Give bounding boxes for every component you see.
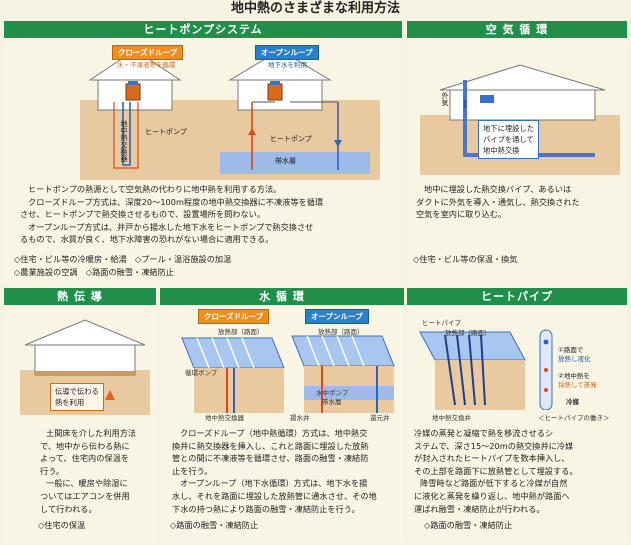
heatpipe-text: 冷媒の蒸発と凝縮で熱を移流させるシ ステムで、深さ15〜20mの熱交換井に冷媒 … [414, 427, 626, 515]
conduction-text: 土間床を介した利用方法 で、地中から伝わる熱に よって、住宅内の保温を 行う。 … [40, 427, 156, 515]
air-bullet: ◇住宅・ビル等の保温・換気 [413, 254, 518, 264]
water-text-line: 水し、それを路面に埋設した放熱管に通水させ、その地 [172, 490, 377, 501]
conduction-callout-line: 伝導で伝わる [55, 387, 99, 396]
water-exchanger-label: 地中熱交換器 [205, 414, 244, 422]
water-radiator-label-2: 放熱部（路面） [318, 328, 364, 336]
air-text-line: ダクトに外気を導入・通気し、熱交換された [416, 196, 580, 207]
water-radiator-label-1: 放熱部（路面） [218, 328, 264, 336]
water-text-line: 下水の持つ熱により路面の融雪・凍結防止を行う。 [172, 503, 360, 514]
conduction-bullet: ◇住宅の保温 [38, 520, 86, 530]
air-bullets: ◇住宅・ビル等の保温・換気 [413, 253, 518, 266]
heatpipe-panel [407, 288, 627, 542]
conduction-header: 熱 伝 導 [4, 288, 156, 305]
heatpump-bullet: ◇住宅・ビル等の冷暖房・給湯 ◇プール・温浴施設の加温 [14, 254, 232, 264]
air-callout-line: 地中熱交換 [483, 146, 520, 155]
water-aquifer-label: 帯水層 [322, 398, 342, 406]
conduction-illustration [20, 319, 150, 415]
water-panel [160, 288, 404, 542]
heatpump-text-line: ヒートポンプの熱源として空気熱の代わりに地中熱を利用する方法。 [28, 184, 282, 194]
heatpipe-note-1: ①路面で 放熱し液化 [558, 346, 591, 364]
air-text-line: 地中に埋設した熱交換パイプ、あるいは [424, 184, 572, 194]
heatpipe-bullet: ◇路面の融雪・凍結防止 [424, 520, 513, 530]
water-open-loop-tag: オープンループ [305, 309, 369, 324]
heatpump-text-line: オープンループ方式は、井戸から揚水した地下水をヒートポンプで熱交換させ [28, 221, 314, 232]
air-header: 空 気 循 環 [407, 21, 627, 38]
heatpipe-note-line: ②地中熱を [558, 372, 590, 380]
conduction-text-line: 一般に、暖房や除湿に [46, 478, 128, 489]
heatpipe-text-line: が封入されたヒートパイプを数本挿入し、 [414, 453, 570, 464]
heatpipe-text-line: ステムで、深さ15〜20mの熱交換井に冷媒 [414, 440, 574, 451]
heatpipe-text-line: 運ばれ融雪・凍結防止が行われる。 [414, 503, 545, 514]
water-text-line: 換井に熱交換器を挿入し、これと路面に埋設した放熱 [172, 440, 369, 451]
air-outside-label: 外気 [441, 92, 449, 106]
heatpump-text-line: るもので、水質が良く、地下水障害の恐れがない場合に適用できる。 [20, 234, 274, 245]
heatpipe-note-line: ①路面で [558, 346, 584, 354]
heatpipe-note-2: ②地中熱を 採熱して蒸発 [558, 372, 597, 390]
heatpipe-radiator-label: 放熱部（路面） [445, 329, 491, 337]
water-pumping-well-label: 揚水井 [290, 414, 310, 422]
heatpump-aquifer-label: 帯水層 [275, 157, 296, 165]
heatpump-text: ヒートポンプの熱源として空気熱の代わりに地中熱を利用する方法。 クローズドループ… [20, 183, 400, 246]
water-pump-well-label: 水中ポンプ [316, 389, 349, 397]
heatpipe-text-line: に液化と蒸発を繰り返し、地中熱が路面へ [414, 490, 570, 501]
air-callout-line: 地下に埋設した [483, 124, 535, 133]
conduction-text-line: ついてはエアコンを併用 [40, 490, 130, 501]
heatpump-bullets: ◇住宅・ビル等の冷暖房・給湯 ◇プール・温浴施設の加温 ◇農業施設の空調 ◇路面… [14, 253, 399, 278]
heatpump-illustration [80, 49, 380, 180]
heatpipe-coolant-label: 冷媒 [566, 398, 579, 406]
heatpipe-note-line: 放熱し液化 [558, 355, 591, 363]
water-text-line: オープンループ（地下水循環）方式は、地下水を揚 [180, 478, 368, 489]
heatpipe-text-line: 冷媒の蒸発と凝縮で熱を移流させるシ [414, 428, 554, 438]
water-header: 水 循 環 [160, 288, 404, 305]
heatpipe-bullets: ◇路面の融雪・凍結防止 [424, 519, 512, 532]
air-callout-line: パイプを通して [483, 135, 534, 144]
conduction-text-line: で、地中から伝わる熱に [40, 440, 130, 451]
conduction-text-line: して行われる。 [40, 503, 97, 514]
air-callout: 地下に埋設した パイプを通して 地中熱交換 [478, 120, 540, 159]
heatpump-open-loop-sub: 地下水を利用 [268, 61, 307, 69]
air-text: 地中に埋設した熱交換パイプ、あるいは ダクトに外気を導入・通気し、熱交換された … [416, 183, 626, 221]
heatpipe-caption: ＜ヒートパイプの働き＞ [538, 414, 610, 422]
page-title: 地中熱のさまざまな利用方法 [230, 1, 400, 16]
heatpump-exchanger-label: 地中熱交換器 [120, 120, 128, 162]
water-pump-label: 循環ポンプ [185, 369, 218, 377]
water-text: クローズドループ（地中熱循環）方式は、地中熱交 換井に熱交換器を挿入し、これと路… [172, 427, 404, 515]
heatpipe-note-line: 採熱して蒸発 [558, 381, 597, 389]
water-text-line: クローズドループ（地中熱循環）方式は、地中熱交 [180, 428, 368, 438]
heatpump-label-1: ヒートポンプ [145, 128, 187, 136]
conduction-callout: 伝導で伝わる 熱を利用 [50, 383, 104, 411]
air-text-line: 空気を室内に取り込む。 [416, 209, 507, 220]
heatpump-label-2: ヒートポンプ [270, 135, 312, 143]
heatpump-bullet: ◇農業施設の空調 ◇路面の融雪・凍結防止 [14, 266, 174, 277]
heatpump-closed-loop-tag: クローズドループ [112, 45, 184, 60]
heatpump-text-line: クローズドループ方式は、深度20〜100m程度の地中熱交換器に不凍液等を循環 [28, 196, 324, 207]
water-text-line: 止を行う。 [172, 465, 213, 476]
heatpipe-text-line: 降雪時など路面が低下すると冷媒が自然 [420, 478, 568, 489]
heatpipe-text-line: その上部を路面下に放熱管として埋設する。 [414, 465, 578, 476]
conduction-bullets: ◇住宅の保温 [38, 519, 85, 532]
heatpump-open-loop-tag: オープンループ [255, 45, 319, 60]
heatpipe-illustration [419, 329, 553, 410]
water-bullet: ◇路面の融雪・凍結防止 [170, 520, 259, 530]
water-bullets: ◇路面の融雪・凍結防止 [170, 519, 258, 532]
heatpipe-pipe-label: ヒートパイプ [422, 319, 461, 327]
water-text-line: 管との間に不凍液等を循環させ、路面の融雪・凍結防 [172, 453, 369, 464]
conduction-text-line: よって、住宅内の保温を [40, 453, 129, 464]
heatpipe-header: ヒートパイプ [407, 288, 627, 305]
heatpump-closed-loop-sub: 水・不凍液等を循環 [117, 61, 176, 69]
water-illustration [181, 335, 395, 413]
heatpump-text-line: させ、ヒートポンプで熱交換させるもので、設置場所を問わない。 [20, 209, 266, 220]
water-closed-loop-tag: クローズドループ [198, 309, 270, 324]
water-return-well-label: 還元井 [370, 414, 390, 422]
heatpump-header: ヒートポンプシステム [4, 21, 402, 38]
conduction-text-line: 土間床を介した利用方法 [46, 428, 137, 438]
conduction-text-line: 行う。 [40, 465, 65, 476]
heatpipe-well-label: 地中熱交換井 [432, 414, 471, 422]
conduction-callout-line: 熱を利用 [55, 398, 85, 407]
